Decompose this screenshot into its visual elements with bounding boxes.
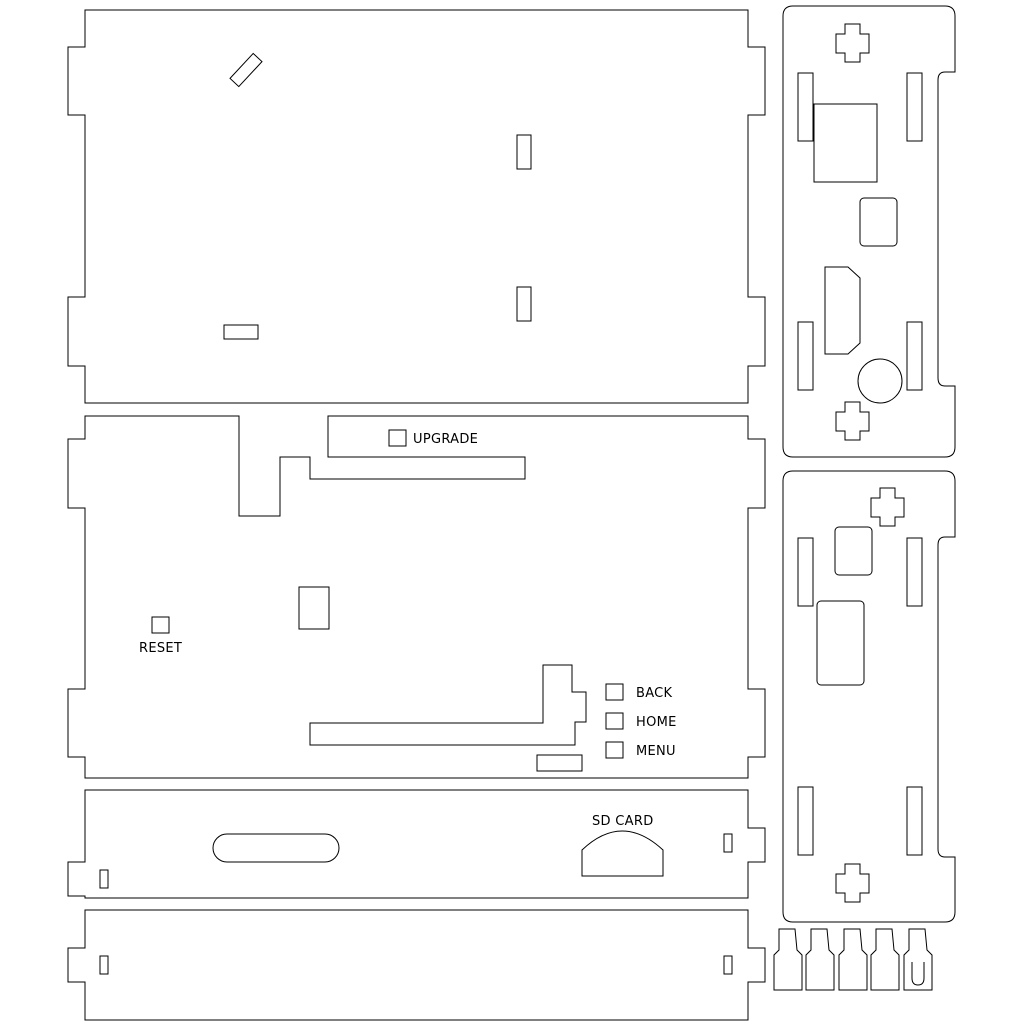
cross-hole-upper (870, 487, 905, 527)
lower-slot-left-1 (797, 537, 814, 607)
bottom-strip-outline (67, 909, 766, 1021)
slot-lower (516, 286, 532, 322)
round-hole (857, 358, 903, 404)
upper-bracket-outline (782, 5, 956, 458)
reset-button-hole (151, 616, 170, 634)
hdmi-opening (824, 266, 861, 355)
menu-label: MENU (636, 744, 676, 759)
home-label: HOME (636, 715, 677, 730)
top-panel-outline (67, 9, 766, 404)
reset-label: RESET (139, 641, 182, 656)
sd-strip-outline (67, 789, 766, 899)
key-2 (805, 928, 835, 991)
home-button-hole (605, 712, 624, 730)
small-rounded-opening (834, 526, 873, 576)
lower-slot-right-2 (906, 786, 923, 856)
menu-button-hole (605, 741, 624, 759)
right-upper-bracket (782, 5, 956, 458)
slot-horizontal (223, 324, 259, 340)
l-shaped-cutout (309, 664, 587, 746)
middle-panel: UPGRADE RESET BACK HOME MENU (67, 415, 766, 779)
key-4 (870, 928, 900, 991)
upgrade-button-hole (388, 429, 407, 447)
diagonal-slot (229, 52, 263, 88)
sd-card-strip: SD CARD (67, 789, 766, 899)
back-button-hole (605, 683, 624, 701)
top-panel (67, 9, 766, 404)
small-keys (773, 928, 933, 991)
upper-slot-right-2 (906, 321, 923, 391)
square-opening (813, 103, 878, 183)
lower-bracket-outline (782, 470, 956, 923)
back-label: BACK (636, 686, 673, 701)
bottom-strip-slot-right (723, 955, 733, 975)
oval-slot (212, 833, 340, 863)
sd-card-slot (581, 830, 664, 877)
lower-slot-right-1 (906, 537, 923, 607)
bottom-strip-slot-left (99, 955, 109, 975)
key-1 (773, 928, 803, 991)
cross-hole-top (835, 23, 870, 63)
cross-hole-bottom (835, 401, 870, 441)
cross-hole-lower (835, 863, 870, 903)
upgrade-label: UPGRADE (413, 432, 478, 447)
rounded-opening (859, 197, 898, 247)
lower-slot-left-2 (797, 786, 814, 856)
middle-panel-outline (67, 415, 766, 779)
upper-slot-left-1 (797, 72, 814, 142)
tall-rounded-opening (816, 600, 865, 686)
upper-slot-right-1 (906, 72, 923, 142)
sd-card-label: SD CARD (592, 814, 654, 829)
key-5 (903, 928, 933, 991)
sd-strip-slot-right (723, 833, 733, 853)
center-opening (298, 586, 330, 630)
key-5-u-slot (911, 962, 925, 986)
upper-slot-left-2 (797, 321, 814, 391)
bottom-strip (67, 909, 766, 1021)
slot-upper (516, 134, 532, 170)
bottom-slot (536, 754, 583, 772)
right-lower-bracket (782, 470, 956, 923)
sd-strip-slot-left (99, 869, 109, 889)
key-3 (838, 928, 868, 991)
